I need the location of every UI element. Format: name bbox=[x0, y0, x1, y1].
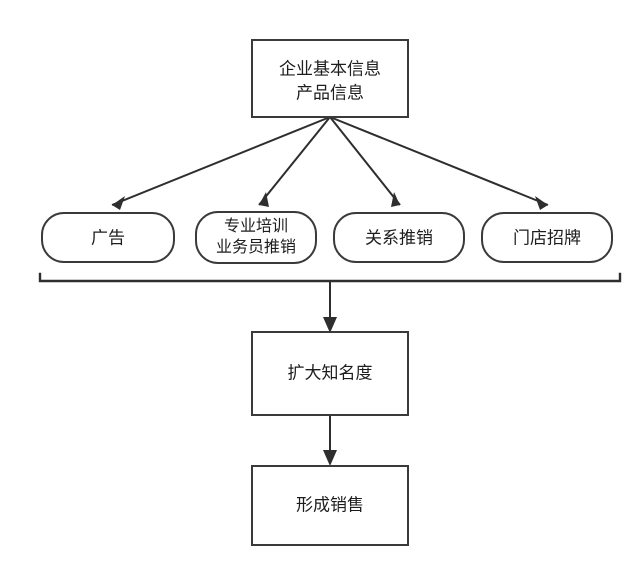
node-channel-2-label-line1: 专业培训 bbox=[224, 217, 288, 235]
arrowhead-icon bbox=[259, 192, 269, 207]
edge-source-to-channel-1 bbox=[111, 116, 331, 210]
edge-outcome-1-to-outcome-2 bbox=[323, 415, 337, 466]
edge-source-to-channel-3 bbox=[329, 116, 401, 207]
arrowhead-icon bbox=[323, 450, 337, 466]
arrowhead-icon bbox=[323, 317, 337, 333]
node-outcome-2-label: 形成销售 bbox=[296, 495, 364, 514]
node-channel-4-shape[interactable] bbox=[481, 212, 613, 263]
node-outcome-1[interactable]: 扩大知名度 bbox=[251, 331, 409, 416]
arrowhead-icon bbox=[391, 192, 400, 207]
node-outcome-1-label: 扩大知名度 bbox=[288, 363, 373, 382]
node-channel-1[interactable]: 广告 bbox=[41, 212, 175, 263]
node-channel-1-shape[interactable] bbox=[41, 212, 175, 263]
node-channel-4[interactable]: 门店招牌 bbox=[481, 212, 613, 263]
node-outcome-2[interactable]: 形成销售 bbox=[251, 465, 409, 546]
node-source[interactable]: 企业基本信息 产品信息 bbox=[251, 39, 409, 118]
node-source-label-line2: 产品信息 bbox=[296, 83, 364, 102]
edge-channel-group-to-outcome-1 bbox=[323, 281, 337, 333]
node-source-shape[interactable] bbox=[251, 39, 409, 118]
node-outcome-2-shape[interactable] bbox=[251, 465, 409, 546]
edge-source-to-channel-4 bbox=[329, 116, 549, 210]
node-channel-2-shape[interactable] bbox=[195, 211, 317, 264]
edge-source-to-channel-2 bbox=[258, 116, 331, 207]
channel-group-bracket bbox=[38, 272, 622, 283]
node-channel-3-shape[interactable] bbox=[333, 212, 465, 263]
node-channel-4-label: 门店招牌 bbox=[513, 228, 581, 247]
node-channel-2-label-line2: 业务员推销 bbox=[216, 238, 296, 256]
node-outcome-1-shape[interactable] bbox=[251, 331, 409, 416]
node-channel-3-label: 关系推销 bbox=[365, 228, 433, 247]
node-source-label-line1: 企业基本信息 bbox=[279, 59, 381, 78]
node-channel-1-label: 广告 bbox=[91, 228, 125, 247]
arrowhead-icon bbox=[535, 196, 548, 210]
node-channel-2[interactable]: 专业培训 业务员推销 bbox=[195, 211, 317, 264]
node-channel-3[interactable]: 关系推销 bbox=[333, 212, 465, 263]
arrowhead-icon bbox=[112, 196, 125, 210]
